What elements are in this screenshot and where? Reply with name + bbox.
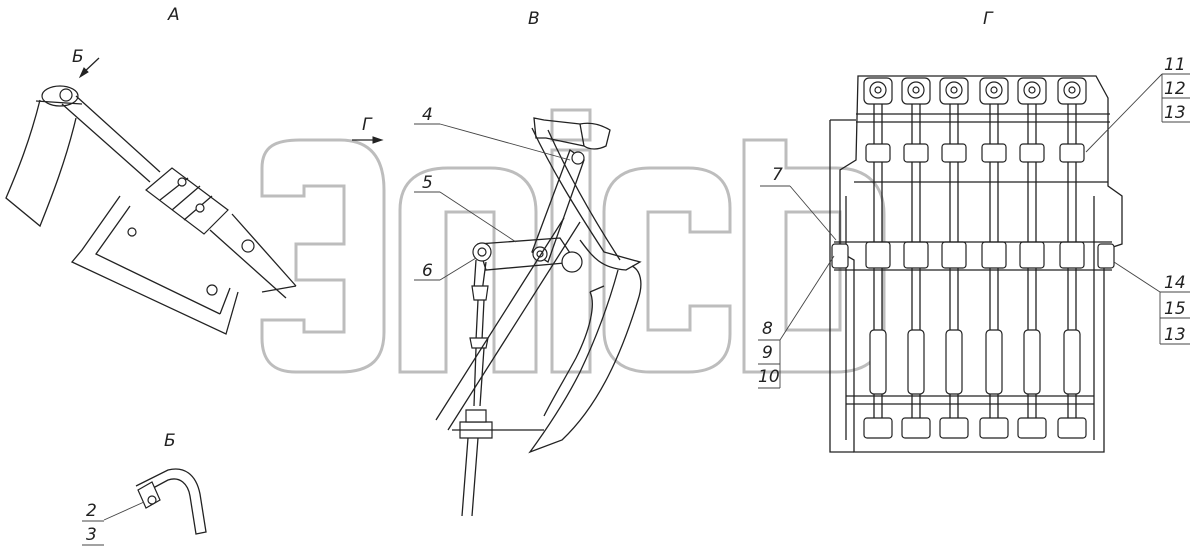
callout-10: 10 bbox=[758, 367, 780, 387]
watermark bbox=[260, 108, 886, 374]
callout-5: 5 bbox=[422, 173, 433, 193]
view-g-drawing: 7 8 9 10 11 12 13 14 15 13 bbox=[758, 55, 1190, 453]
arrow-label-g: Г bbox=[362, 115, 373, 135]
callout-15: 15 bbox=[1164, 299, 1186, 319]
callout-13-upper: 13 bbox=[1164, 103, 1186, 123]
callout-8: 8 bbox=[762, 319, 773, 339]
callout-6: 6 bbox=[422, 261, 433, 281]
callout-3: 3 bbox=[86, 525, 97, 545]
callout-14: 14 bbox=[1164, 273, 1186, 293]
callout-4: 4 bbox=[422, 105, 433, 125]
callout-2: 2 bbox=[86, 501, 97, 521]
callout-13-lower: 13 bbox=[1164, 325, 1186, 345]
view-label-v: В bbox=[528, 9, 540, 29]
arrow-label-b: Б bbox=[72, 47, 84, 67]
callout-7: 7 bbox=[772, 165, 783, 185]
view-label-b: Б bbox=[164, 431, 176, 451]
top-caps bbox=[863, 77, 1087, 105]
callout-9: 9 bbox=[762, 343, 773, 363]
callout-12: 12 bbox=[1164, 79, 1186, 99]
rod-assemblies bbox=[863, 104, 1087, 439]
callout-11: 11 bbox=[1164, 55, 1186, 75]
view-a-drawing: Б bbox=[5, 47, 297, 335]
view-label-a: А bbox=[167, 5, 180, 25]
view-v-drawing: Г 4 bbox=[352, 105, 642, 517]
view-label-g: Г bbox=[983, 9, 994, 29]
view-b-drawing: 2 3 bbox=[82, 468, 207, 546]
